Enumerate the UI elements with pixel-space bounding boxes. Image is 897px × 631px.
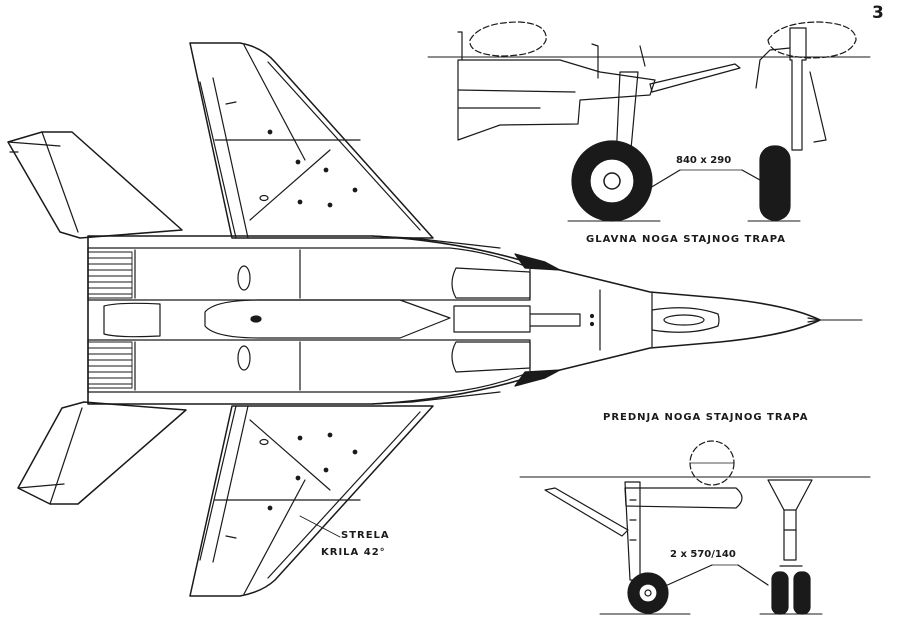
exhaust-nozzles: [87, 251, 133, 389]
lower-wing: [189, 405, 434, 597]
lower-horizontal-stabilizer: [17, 401, 187, 505]
main-gear-detail: [427, 21, 871, 222]
nose-gear-caption: PREDNJA NOGA STAJNOG TRAPA: [603, 412, 809, 423]
wing-sweep-label-line2: KRILA 42°: [321, 547, 386, 558]
engine-nacelles: [87, 247, 531, 393]
page-number: 3: [872, 3, 884, 23]
wing-sweep-label-line1: STRELA: [341, 530, 390, 541]
fuselage: [87, 235, 863, 405]
nose-gear-detail: [519, 440, 871, 615]
main-gear-caption: GLAVNA NOGA STAJNOG TRAPA: [586, 234, 786, 245]
upper-wing: [189, 42, 434, 239]
aircraft-plan-view: [7, 42, 863, 597]
center-body: [103, 299, 595, 339]
wing-sweep-leader: [299, 515, 341, 538]
upper-horizontal-stabilizer: [7, 131, 183, 239]
main-tire-size-label: 840 x 290: [676, 155, 732, 166]
nose-tire-size-label: 2 x 570/140: [670, 549, 736, 560]
